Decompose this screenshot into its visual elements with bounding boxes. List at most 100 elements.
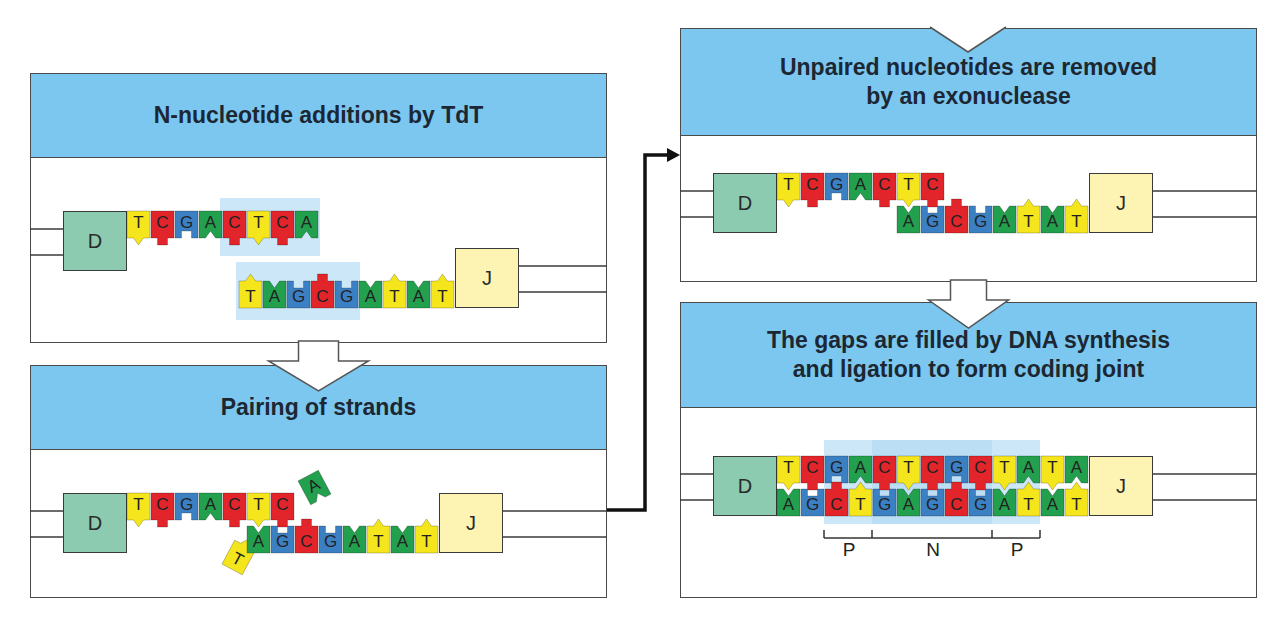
base-letter: C (921, 458, 944, 478)
base-letter: G (873, 495, 896, 515)
nucleotide-shape (271, 493, 294, 527)
nucleotide: T (239, 281, 262, 308)
base-letter: G (271, 532, 294, 552)
base-letter: G (175, 213, 198, 233)
nucleotide-shape (1065, 199, 1088, 233)
base-letter: T (1017, 495, 1040, 515)
nucleotide: A (1041, 489, 1064, 516)
base-letter: T (415, 532, 438, 552)
highlight-box (220, 198, 320, 256)
nucleotide-shape (199, 493, 222, 520)
nucleotide-shape (367, 519, 390, 553)
base-letter: T (1065, 212, 1088, 232)
panel-title: N-nucleotide additions by TdT (154, 101, 484, 130)
base-letter: A (407, 287, 430, 307)
nucleotide-shape (127, 211, 150, 245)
base-letter: T (1017, 212, 1040, 232)
nucleotide-shape (801, 173, 824, 207)
nucleotide-shape (897, 489, 920, 516)
gene-segment: J (1089, 456, 1153, 516)
segment-label: D (738, 475, 752, 498)
base-letter: A (343, 532, 366, 552)
base-letter: G (175, 495, 198, 515)
nucleotide-shape (993, 206, 1016, 233)
flow-arrow (929, 280, 1009, 328)
nucleotide: G (319, 526, 342, 553)
nucleotide-shape (271, 211, 294, 245)
nucleotide: T (993, 456, 1016, 483)
nucleotide: A (298, 470, 331, 505)
nucleotide: T (247, 211, 270, 238)
base-letter: C (271, 213, 294, 233)
panel-header: Pairing of strands (31, 366, 606, 450)
flow-arrow (269, 341, 369, 391)
nucleotide-shape (319, 526, 342, 553)
nucleotide-shape (897, 456, 920, 490)
segment-label: D (88, 512, 102, 535)
block-arrow (929, 280, 1009, 328)
nucleotide: A (247, 526, 270, 553)
base-letter: A (849, 458, 872, 478)
region-label: N (918, 539, 948, 561)
base-letter: T (777, 458, 800, 478)
nucleotide-shape (969, 456, 992, 490)
nucleotide-shape (247, 493, 270, 527)
nucleotide-shape (945, 482, 968, 516)
nucleotide: C (151, 493, 174, 520)
nucleotide: T (849, 489, 872, 516)
nucleotide-shape (969, 206, 992, 233)
nucleotide-shape (271, 526, 294, 553)
nucleotide-shape (921, 206, 944, 233)
base-letter: A (1017, 458, 1040, 478)
nucleotide-shape (335, 281, 358, 308)
gene-segment: D (713, 456, 777, 516)
nucleotide: C (271, 211, 294, 238)
highlight-box (872, 440, 992, 524)
nucleotide: C (945, 206, 968, 233)
base-letter: A (391, 532, 414, 552)
nucleotide-shape (239, 274, 262, 308)
dna-lines (680, 474, 1257, 500)
nucleotide: G (921, 206, 944, 233)
base-letter: A (849, 175, 872, 195)
base-letter: C (801, 175, 824, 195)
nucleotide-shape (263, 281, 286, 308)
nucleotide-shape (801, 489, 824, 516)
nucleotide-shape (151, 493, 174, 527)
base-letter: C (825, 495, 848, 515)
base-letter: T (897, 458, 920, 478)
nucleotide-shape (247, 526, 270, 553)
nucleotide-shape (801, 456, 824, 490)
panel-title: Pairing of strands (221, 393, 417, 422)
panel-title: The gaps are filled by DNA synthesis and… (756, 326, 1181, 384)
nucleotide: A (897, 206, 920, 233)
nucleotide-shape (825, 456, 848, 483)
gene-segment: D (63, 211, 127, 271)
nucleotide-shape (151, 211, 174, 245)
nucleotide: A (849, 173, 872, 200)
nucleotide: C (825, 489, 848, 516)
region-bracket (824, 530, 1040, 538)
panel-header: N-nucleotide additions by TdT (31, 74, 606, 158)
nucleotide-shape (311, 274, 334, 308)
segment-label: D (738, 192, 752, 215)
nucleotide-shape (825, 482, 848, 516)
nucleotide: C (311, 281, 334, 308)
nucleotide: G (969, 489, 992, 516)
base-letter: G (825, 458, 848, 478)
nucleotide-shape (415, 519, 438, 553)
nucleotide: A (199, 211, 222, 238)
base-letter: C (873, 175, 896, 195)
nucleotide: T (415, 526, 438, 553)
nucleotide-shape (897, 173, 920, 207)
nucleotide: T (777, 456, 800, 483)
nucleotide-shape (223, 493, 246, 527)
flow-arrow (607, 148, 680, 510)
base-letter: A (199, 213, 222, 233)
nucleotide-shape (175, 493, 198, 520)
nucleotide: A (993, 206, 1016, 233)
nucleotide: T (1041, 456, 1064, 483)
base-letter: C (271, 495, 294, 515)
nucleotide-shape (1041, 489, 1064, 516)
base-letter: C (223, 213, 246, 233)
